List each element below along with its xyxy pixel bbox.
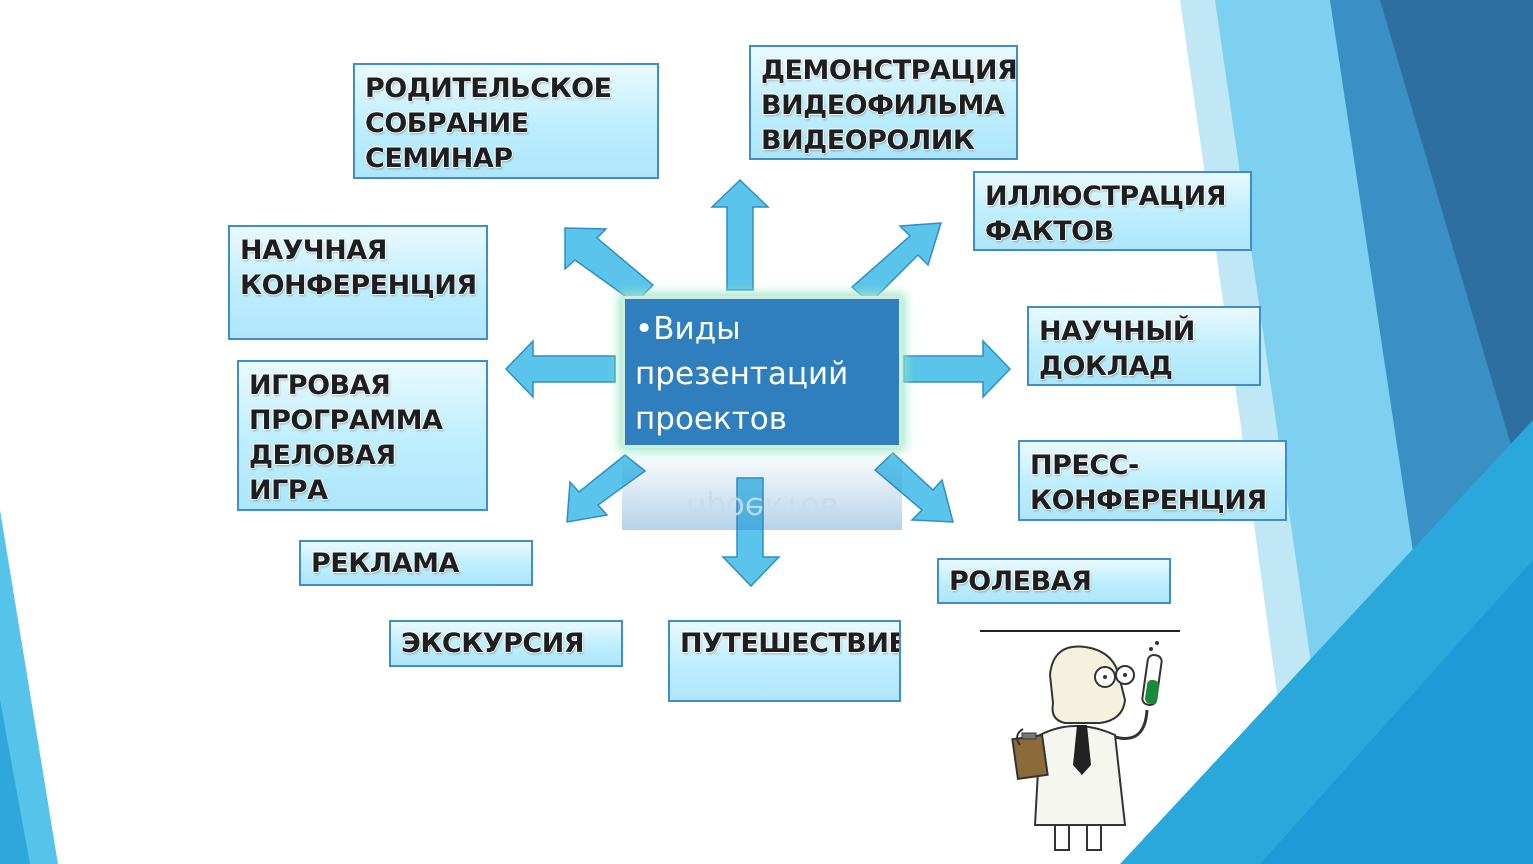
box-illyustraciya: ИЛЛЮСТРАЦИЯ ФАКТОВ [973,171,1252,251]
center-title-box: •Виды презентаций проектов [622,296,902,448]
box-igrovaya-programma: ИГРОВАЯ ПРОГРАММА ДЕЛОВАЯ ИГРА [237,360,488,511]
arrow-up-icon [710,178,770,291]
arrow-right-icon [903,339,1012,399]
box-nauchnyi-doklad: НАУЧНЫЙ ДОКЛАД [1027,306,1261,386]
box-puteshestvie: ПУТЕШЕСТВИЕ [668,620,901,702]
arrow-down-left-icon [566,454,647,523]
box-rolevaya-igra: РОЛЕВАЯ ИГРА [937,558,1171,604]
box-nauchnaya-konferenciya: НАУЧНАЯ КОНФЕРЕНЦИЯ [228,225,488,340]
box-roditelskoe-sobranie: РОДИТЕЛЬСКОЕ СОБРАНИЕ СЕМИНАР [353,63,659,179]
box-demonstraciya: ДЕМОНСТРАЦИЯ ВИДЕОФИЛЬМА ВИДЕОРОЛИК [749,45,1018,160]
arrow-up-right-icon [850,222,943,305]
arrow-down-right-icon [873,451,954,523]
arrow-down-icon [721,477,781,588]
center-reflection: проектов [622,450,902,530]
arrow-left-icon [504,339,616,399]
box-reklama: РЕКЛАМА [299,540,533,586]
box-press-konferenciya: ПРЕСС- КОНФЕРЕНЦИЯ [1018,440,1287,521]
box-ekskursiya: ЭКСКУРСИЯ [389,620,623,667]
scientist-illustration [980,630,1180,851]
arrow-up-left-icon [564,227,655,304]
